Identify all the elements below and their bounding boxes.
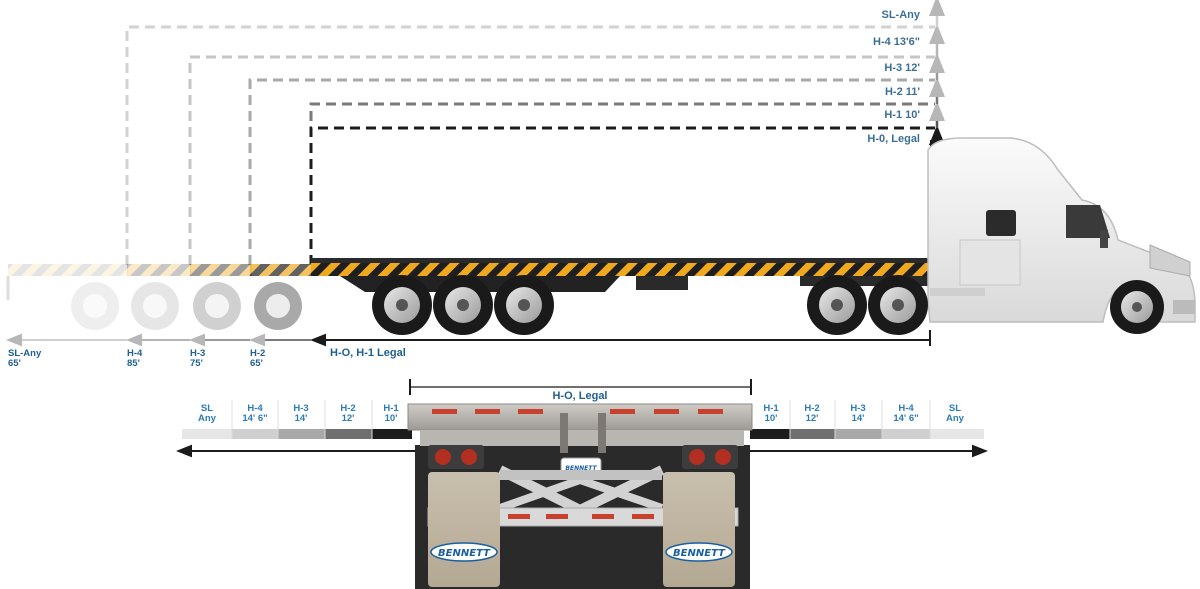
- trailer-wheels: [372, 275, 554, 335]
- width-segment-right-h3: [835, 429, 882, 439]
- width-label-left-h3-name: H-3: [293, 403, 308, 414]
- right-mudflap-logo: BENNETT: [673, 548, 726, 559]
- width-segment-left-sl: [182, 429, 232, 439]
- trailer-deck-stripes: [311, 262, 935, 276]
- envelope-sl-any: [125, 25, 935, 265]
- width-label-right-sl-name: SL: [949, 403, 961, 414]
- length-label-h0-h1: H-O, H-1 Legal: [330, 347, 406, 359]
- truck-tractor: [927, 137, 1196, 323]
- length-label-h2-name: H-2: [250, 348, 265, 359]
- height-envelopes: [125, 25, 935, 265]
- height-label-h1: H-1 10': [884, 109, 920, 121]
- right-taillights: [682, 445, 738, 469]
- length-labels: SL-Any 65' H-4 85' H-3 75' H-2 65' H-O, …: [8, 347, 406, 369]
- trailer-wheel: [433, 275, 493, 335]
- height-labels: SL-Any H-4 13'6" H-3 12' H-2 11' H-1 10'…: [867, 9, 920, 145]
- ghost-trailer-extensions: [6, 264, 312, 300]
- width-label-right-h4-value: 14' 6": [893, 413, 918, 424]
- width-label-right-h1-value: 10': [765, 413, 778, 424]
- envelope-h0: [309, 126, 935, 265]
- length-label-h4-name: H-4: [127, 348, 143, 359]
- trailer-wheel: [494, 275, 554, 335]
- truck-wheel: [807, 275, 867, 335]
- flatbed-trailer: [311, 140, 936, 292]
- width-label-left-h1-value: 10': [385, 413, 398, 424]
- width-label-left-h4-name: H-4: [247, 403, 263, 414]
- width-label-left-h2-name: H-2: [340, 403, 355, 414]
- width-bar: H-O, Legal: [176, 379, 988, 458]
- length-label-sl-any-value: 65': [8, 358, 21, 369]
- height-label-h0: H-0, Legal: [867, 133, 920, 145]
- width-segment-left-h4: [232, 429, 278, 439]
- right-mudflap: [663, 472, 735, 587]
- width-label-center: H-O, Legal: [552, 390, 607, 402]
- width-segment-left-h2: [325, 429, 372, 439]
- rear-deck: [407, 403, 753, 431]
- width-label-left-h3-value: 14': [295, 413, 308, 424]
- length-label-h3-value: 75': [190, 358, 203, 369]
- height-label-sl-any: SL-Any: [882, 9, 921, 21]
- width-label-left-sl-name: SL: [201, 403, 213, 414]
- width-label-right-h2-value: 12': [806, 413, 819, 424]
- truck-wheel: [1110, 280, 1164, 334]
- envelope-h3: [248, 78, 935, 265]
- width-segment-right-h4: [882, 429, 930, 439]
- width-segment-right-sl: [930, 429, 984, 439]
- width-label-right-h1-name: H-1: [763, 403, 779, 414]
- truck-wheels: [807, 275, 1164, 335]
- width-segment-left-h3: [278, 429, 325, 439]
- length-label-h3-name: H-3: [190, 348, 205, 359]
- truck-wheel: [868, 275, 928, 335]
- width-label-left-h1-name: H-1: [383, 403, 399, 414]
- width-label-right-h3-name: H-3: [850, 403, 865, 414]
- width-label-right-h4-name: H-4: [898, 403, 914, 414]
- trailer-wheel: [372, 275, 432, 335]
- length-label-h4-value: 85': [127, 358, 140, 369]
- left-mudflap-logo: BENNETT: [438, 548, 491, 559]
- left-taillights: [428, 445, 484, 469]
- width-label-left-h2-value: 12': [342, 413, 355, 424]
- top-reflectors: [432, 409, 723, 414]
- height-label-h2: H-2 11': [885, 86, 920, 98]
- length-label-sl-any-name: SL-Any: [8, 348, 42, 359]
- height-label-h3: H-3 12': [884, 62, 920, 74]
- width-label-left-h4-value: 14' 6": [242, 413, 267, 424]
- rear-badge-text: BENNETT: [565, 465, 597, 472]
- length-label-h2-value: 65': [250, 358, 263, 369]
- trailer-rear-view: BENNETT BENNETT BENNETT: [407, 403, 753, 589]
- envelope-h4: [188, 55, 935, 265]
- width-segment-left-h1: [372, 429, 412, 439]
- width-segment-right-h1: [750, 429, 790, 439]
- width-label-right-h2-name: H-2: [804, 403, 819, 414]
- width-label-right-h3-value: 14': [852, 413, 865, 424]
- width-labels: SL Any H-4 14' 6" H-3 14' H-2 12' H-1 10…: [198, 403, 965, 424]
- left-mudflap: [428, 472, 500, 587]
- width-label-left-sl-value: Any: [198, 413, 217, 424]
- height-label-h4: H-4 13'6": [873, 36, 920, 48]
- width-label-right-sl-value: Any: [946, 413, 965, 424]
- length-arrows: [6, 330, 931, 347]
- ghost-wheels: [71, 282, 302, 330]
- width-segment-right-h2: [790, 429, 835, 439]
